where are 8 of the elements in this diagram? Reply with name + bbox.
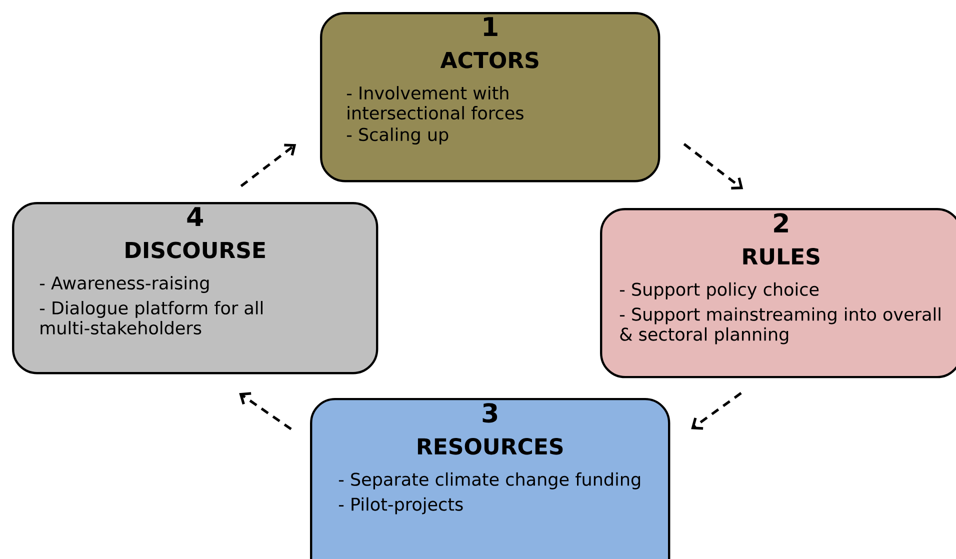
- process-box: 1 ACTORS - Involvement with intersectional forces - Scaling up: [320, 12, 660, 182]
- process-box: 2 RULES - Support policy choice - Support mainstreaming into overall & sectoral planning: [600, 208, 956, 378]
- process-box: 3 RESOURCES - Separate climate change funding - Pilot-projects: [310, 398, 670, 559]
- arrow: [691, 392, 742, 430]
- arrow: [239, 392, 292, 430]
- arrow: [240, 144, 296, 188]
- arrow: [683, 143, 744, 190]
- process-box: 4 DISCOURSE - Awareness-raising - Dialogue platform for all multi-stakeholders: [12, 202, 378, 374]
